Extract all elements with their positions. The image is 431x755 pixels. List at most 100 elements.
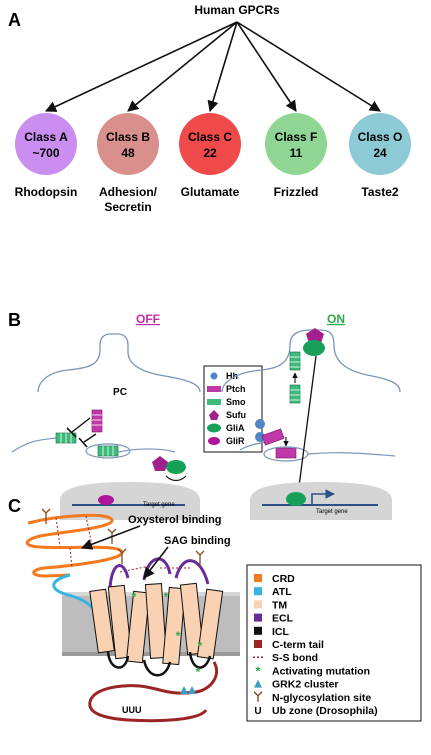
class-count: 22 bbox=[203, 146, 217, 160]
class-family: Adhesion/ bbox=[99, 185, 158, 199]
off-cilium-membrane bbox=[37, 333, 201, 393]
class-circle bbox=[265, 113, 327, 175]
legend-c-swatch bbox=[254, 640, 262, 648]
svg-text:*: * bbox=[176, 629, 181, 643]
target-gene-off: Target gene bbox=[143, 502, 175, 508]
class-name: Class A bbox=[24, 130, 68, 144]
ptch-on bbox=[261, 428, 285, 446]
glia-off bbox=[166, 460, 186, 474]
legend-b-label: Hh bbox=[226, 371, 238, 381]
legend-c-swatch bbox=[254, 600, 262, 609]
ptch-inhibit-2 bbox=[83, 433, 97, 443]
ptch-on-vesicle bbox=[275, 447, 297, 459]
svg-text:*: * bbox=[132, 590, 137, 604]
svg-text:*: * bbox=[198, 639, 203, 653]
legend-c-swatch bbox=[254, 587, 262, 596]
svg-text:*: * bbox=[196, 665, 201, 679]
glia-translocation bbox=[294, 355, 317, 495]
legend-c-label: Ub zone (Drosophila) bbox=[272, 705, 378, 717]
class-count: ~700 bbox=[32, 146, 59, 160]
tm-helices bbox=[89, 582, 224, 666]
on-cell: ON Target ge bbox=[221, 312, 401, 520]
grk2-cluster bbox=[180, 686, 196, 694]
legend-b-label: GliR bbox=[226, 436, 245, 446]
smo-cilium-2 bbox=[289, 384, 301, 404]
on-label: ON bbox=[327, 312, 345, 326]
transcription-arrow bbox=[311, 489, 335, 505]
pc-label: PC bbox=[113, 387, 127, 398]
target-gene-on: Target gene bbox=[316, 509, 348, 515]
class-count: 24 bbox=[373, 146, 387, 160]
icl-loops bbox=[106, 651, 212, 677]
class-circle bbox=[179, 113, 241, 175]
off-vesicle bbox=[85, 443, 131, 459]
class-family: Taste2 bbox=[361, 185, 398, 199]
legend-b-swatch bbox=[207, 386, 221, 392]
smo-cilium-1 bbox=[289, 351, 301, 371]
atl-linker bbox=[52, 573, 98, 613]
svg-text:*: * bbox=[164, 590, 169, 604]
legend-c-label: C-term tail bbox=[272, 639, 324, 651]
class-name: Class F bbox=[275, 130, 318, 144]
panel-c: C bbox=[8, 496, 422, 723]
class-family: Rhodopsin bbox=[15, 185, 78, 199]
legend-b-label: GliA bbox=[226, 423, 245, 433]
panel-a-label: A bbox=[8, 10, 21, 30]
legend-c-label: ICL bbox=[272, 626, 290, 638]
class-circle bbox=[349, 113, 411, 175]
legend-c-label: GRK2 cluster bbox=[272, 679, 339, 691]
class-family: Frizzled bbox=[274, 185, 319, 199]
tree-arrow bbox=[236, 21, 381, 112]
root-label: Human GPCRs bbox=[194, 3, 280, 17]
panel-b: B OFF PC bbox=[8, 310, 401, 520]
sag-arrow bbox=[143, 546, 169, 579]
sufu-off bbox=[152, 456, 168, 471]
legend-c-swatch bbox=[253, 691, 263, 702]
legend-c-label: TM bbox=[272, 599, 287, 611]
panel-c-label: C bbox=[8, 496, 21, 516]
hh-ligand bbox=[255, 419, 265, 429]
panel-a: A Human GPCRs Class A~700RhodopsinClass … bbox=[8, 3, 411, 214]
glyco-ecl bbox=[117, 548, 205, 566]
legend-b-swatch bbox=[207, 399, 221, 405]
glia-tip bbox=[303, 340, 325, 356]
glir-bound bbox=[98, 495, 114, 505]
nucleus-on bbox=[250, 482, 392, 520]
legend-c-label: S-S bond bbox=[272, 652, 318, 664]
cterm-tail bbox=[88, 661, 219, 723]
class-circle bbox=[97, 113, 159, 175]
legend-b-swatch bbox=[208, 437, 220, 445]
class-name: Class C bbox=[188, 130, 232, 144]
class-family: Secretin bbox=[104, 200, 151, 214]
class-name: Class B bbox=[106, 130, 150, 144]
class-family: Glutamate bbox=[181, 185, 240, 199]
tree-arrow bbox=[236, 21, 297, 112]
glia-bound bbox=[286, 492, 306, 506]
class-name: Class O bbox=[358, 130, 403, 144]
oxysterol-arrow bbox=[80, 525, 141, 550]
class-count: 48 bbox=[121, 146, 135, 160]
legend-b-label: Ptch bbox=[226, 384, 246, 394]
oxysterol-annotation: Oxysterol binding bbox=[128, 514, 222, 526]
glyco-crd bbox=[41, 508, 117, 544]
class-circle bbox=[15, 113, 77, 175]
ptch-in-cilium bbox=[91, 409, 103, 433]
tree-arrow bbox=[44, 21, 238, 112]
legend-c-swatch bbox=[254, 613, 262, 622]
legend-c-swatch bbox=[254, 574, 262, 582]
legend-b-label: Sufu bbox=[226, 410, 246, 420]
tree-arrow bbox=[127, 21, 238, 112]
tree-arrow bbox=[207, 21, 238, 113]
sag-annotation: SAG binding bbox=[164, 535, 231, 547]
ub-zone-text: UUU bbox=[122, 705, 142, 715]
legend-c-label: Activating mutation bbox=[272, 665, 370, 677]
